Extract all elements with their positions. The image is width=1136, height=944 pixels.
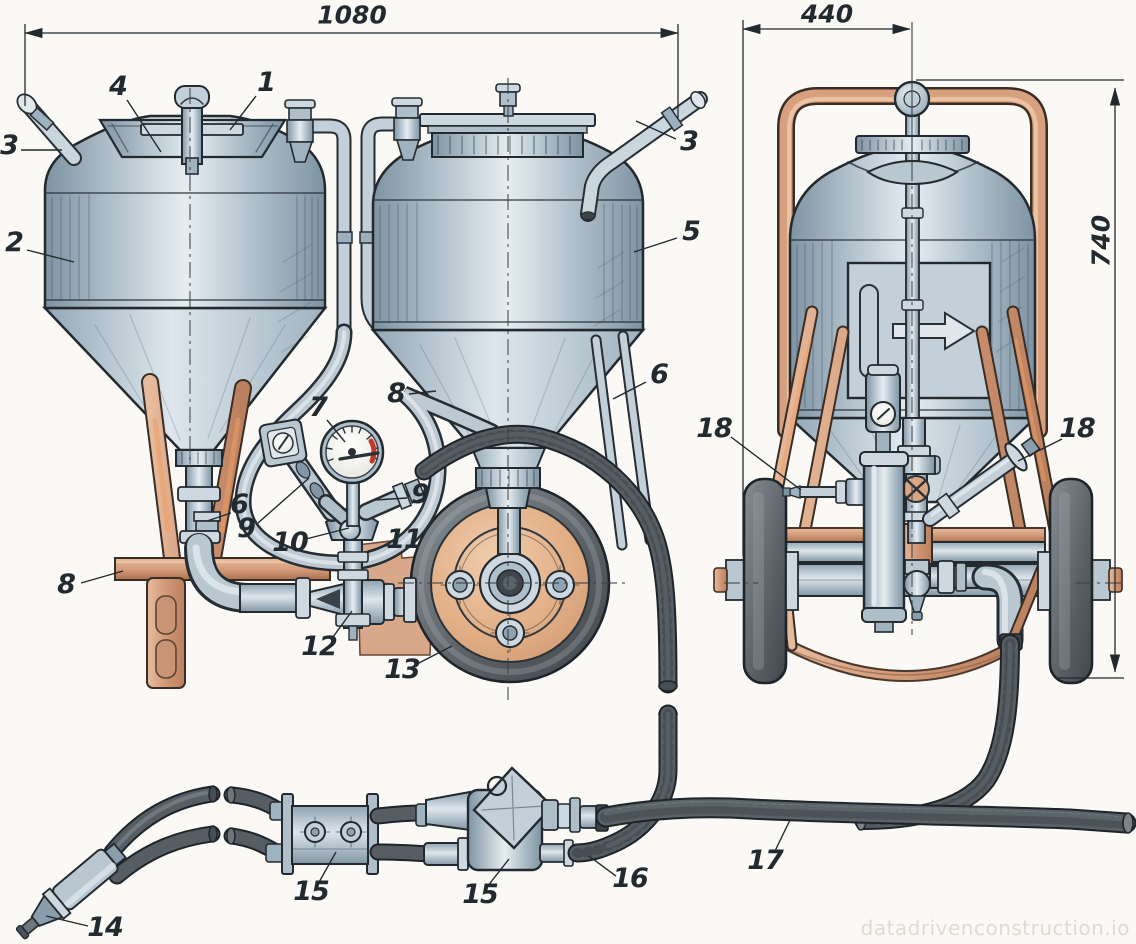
blast-hose-lower: [567, 704, 678, 863]
leader-line-12: [332, 610, 353, 638]
leader-line-6: [612, 381, 647, 400]
right-tank-top-valve: [391, 97, 423, 161]
callout-9: 9: [237, 512, 256, 544]
leader-line-16: [588, 855, 617, 877]
callout-6: 6: [650, 358, 669, 390]
callout-14: 14: [87, 911, 124, 943]
wheel-bolts: [440, 565, 580, 653]
hose-assembly: [15, 704, 1136, 940]
leader-line-9: [257, 477, 310, 524]
leader-line-18: [1017, 438, 1063, 462]
clamp-6: [193, 511, 221, 522]
valve-handle: [472, 766, 554, 850]
hose-upper: [103, 785, 289, 861]
dimension-label-1080: 1080: [317, 0, 387, 30]
leader-line-2: [26, 249, 75, 263]
side-view: [713, 80, 1123, 831]
square-gauge: [258, 418, 308, 468]
cart-wheel-right: [1037, 477, 1123, 685]
leader-line-13: [416, 645, 453, 665]
hose-valve: [415, 766, 605, 872]
callout-5: 5: [682, 215, 701, 247]
leader-line-5: [633, 237, 678, 253]
leader-line-7: [326, 419, 346, 443]
spray-nozzle: [15, 842, 127, 940]
frame-left: [114, 373, 331, 689]
leader-line-17: [773, 819, 791, 854]
cart-struts: [757, 305, 1067, 563]
leader-line-15: [317, 851, 337, 885]
callout-1: 1: [257, 66, 276, 98]
dimension-label-440: 440: [800, 0, 854, 29]
fill-pipe-right: [580, 91, 708, 222]
callout-8: 8: [57, 568, 76, 600]
cart-hose: [854, 633, 1023, 831]
dimension-label-740: 740: [1086, 214, 1116, 268]
leader-line-8: [408, 390, 437, 395]
callout-18: 18: [696, 412, 733, 444]
leader-line-15: [486, 858, 510, 888]
callout-6: 6: [230, 488, 249, 520]
leader-line-10: [305, 527, 350, 540]
left-outlet-assembly: [175, 449, 417, 625]
annotations: [21, 20, 1124, 927]
leader-line-14: [45, 915, 89, 927]
gauge-needle: [338, 451, 380, 461]
bottom-fitting: [903, 559, 931, 621]
direction-arrow: [892, 311, 976, 351]
center-lines: [189, 78, 913, 700]
leader-line-6: [206, 512, 232, 522]
dimension-1080: [24, 24, 679, 118]
outlet-elbow: [929, 560, 1024, 654]
callout-7: 7: [309, 391, 328, 423]
front-view: [16, 83, 708, 694]
leader-line-4: [126, 99, 162, 153]
callout-11: 11: [386, 523, 423, 555]
leader-line-8: [80, 570, 124, 584]
delivery-hose: [595, 797, 1136, 834]
cart-wheel-left: [713, 477, 799, 685]
left-tank: [16, 85, 328, 452]
callout-8: 8: [387, 377, 406, 409]
callout-16: 16: [612, 862, 649, 894]
gauge-red-zone: [368, 438, 377, 464]
callout-13: 13: [384, 653, 421, 685]
callout-3: 3: [0, 129, 19, 161]
callout-12: 12: [301, 630, 338, 662]
fill-pipe-left: [16, 93, 82, 166]
callout-4: 4: [109, 70, 128, 102]
hose-coupling-block: [281, 793, 379, 875]
pressure-gauge: [319, 419, 385, 527]
leader-line-9: [374, 497, 408, 501]
leader-line-3: [635, 120, 677, 140]
dimension-440: [742, 20, 911, 556]
callout-18: 18: [1059, 412, 1096, 444]
hose-lower: [108, 825, 285, 885]
callout-9: 9: [411, 478, 430, 510]
valve-fitting-right: [357, 478, 427, 521]
callout-leader-lines: [21, 95, 1063, 927]
leader-line-1: [229, 95, 257, 131]
watermark: datadrivenconstruction.io: [860, 916, 1130, 940]
callout-17: 17: [747, 844, 784, 876]
air-nozzle-left: [782, 478, 868, 506]
leader-line-11: [367, 544, 390, 552]
leader-line-18: [730, 436, 802, 491]
air-cylinder: [859, 451, 909, 633]
left-tank-top-valve: [284, 99, 316, 163]
callout-3: 3: [680, 125, 699, 157]
blast-hose-upper: [414, 424, 678, 694]
callout-15: 15: [462, 878, 499, 910]
dimension-740: [916, 79, 1124, 679]
callout-10: 10: [272, 526, 309, 558]
gauge-cluster: [258, 418, 427, 541]
callout-2: 2: [5, 226, 24, 258]
callout-15: 15: [293, 875, 330, 907]
